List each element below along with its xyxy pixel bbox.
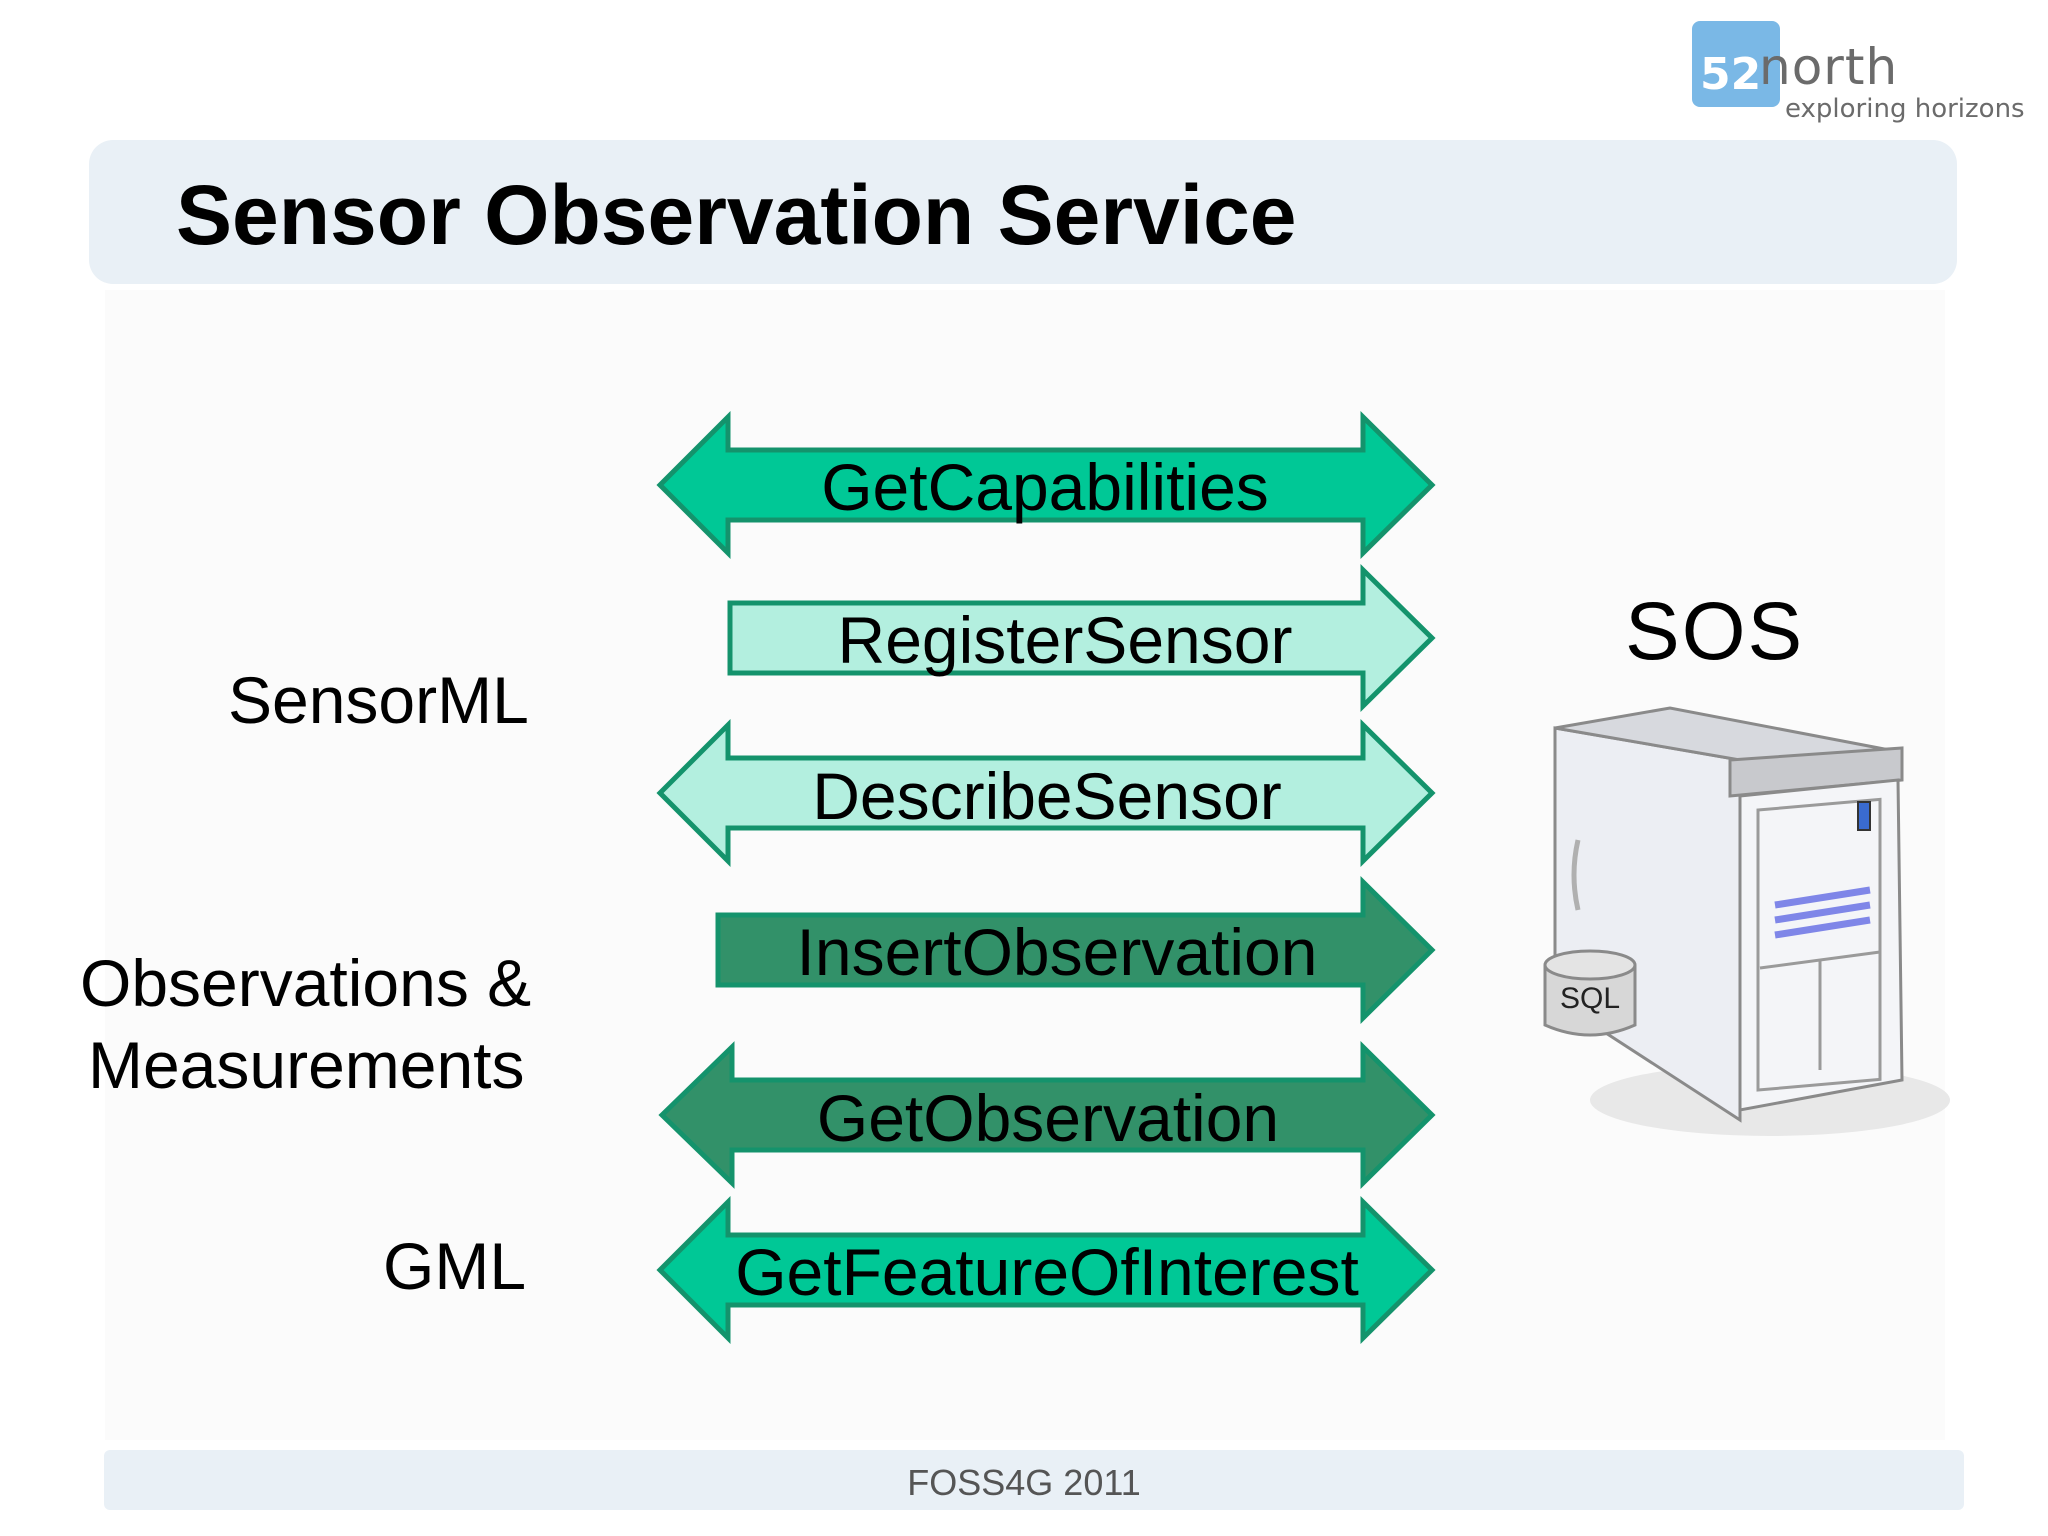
operation-label-describesensor: DescribeSensor (812, 759, 1282, 833)
server-side-slot (1571, 839, 1581, 911)
server-icon: SQL (1543, 706, 1950, 1136)
server-vent (1774, 916, 1871, 939)
server-vent (1774, 901, 1871, 924)
slide-title: Sensor Observation Service (176, 168, 1297, 262)
label-gml: GML (383, 1229, 527, 1303)
server-front (1738, 778, 1904, 1112)
server-side (1553, 726, 1742, 1123)
logo-tagline: exploring horizons (1785, 94, 2025, 124)
operation-label-registersensor: RegisterSensor (837, 603, 1293, 677)
logo-number: 52 (1700, 49, 1762, 100)
operation-arrow-getobservation (658, 1041, 1436, 1189)
operation-arrow-getcapabilities (656, 410, 1436, 560)
operation-label-getobservation: GetObservation (816, 1081, 1280, 1155)
server-vent (1774, 886, 1871, 909)
operation-arrow-describesensor (656, 718, 1436, 868)
logo-name: north (1759, 38, 1899, 96)
footer-band (104, 1450, 1964, 1510)
database-icon (1543, 965, 1637, 1037)
operation-label-insertobservation: InsertObservation (796, 915, 1318, 989)
server-label: SOS (1625, 586, 1805, 677)
operation-arrow-insertobservation (715, 876, 1436, 1024)
database-label: SQL (1560, 982, 1620, 1015)
footer-text: FOSS4G 2011 (907, 1462, 1141, 1503)
operation-label-getfeatureofinterest: GetFeatureOfInterest (735, 1235, 1359, 1309)
server-front-frame (1756, 797, 1882, 1092)
server-power-button (1857, 801, 1871, 831)
label-observations: Observations & (80, 946, 532, 1020)
operation-arrow-registersensor (727, 564, 1436, 712)
database-top (1543, 949, 1637, 981)
operation-label-getcapabilities: GetCapabilities (821, 450, 1269, 524)
operation-arrow-getfeatureofinterest (656, 1195, 1436, 1345)
logo-box (1692, 21, 1780, 107)
label-sensorml: SensorML (228, 663, 529, 737)
title-band (89, 140, 1957, 284)
label-measurements: Measurements (88, 1028, 525, 1102)
